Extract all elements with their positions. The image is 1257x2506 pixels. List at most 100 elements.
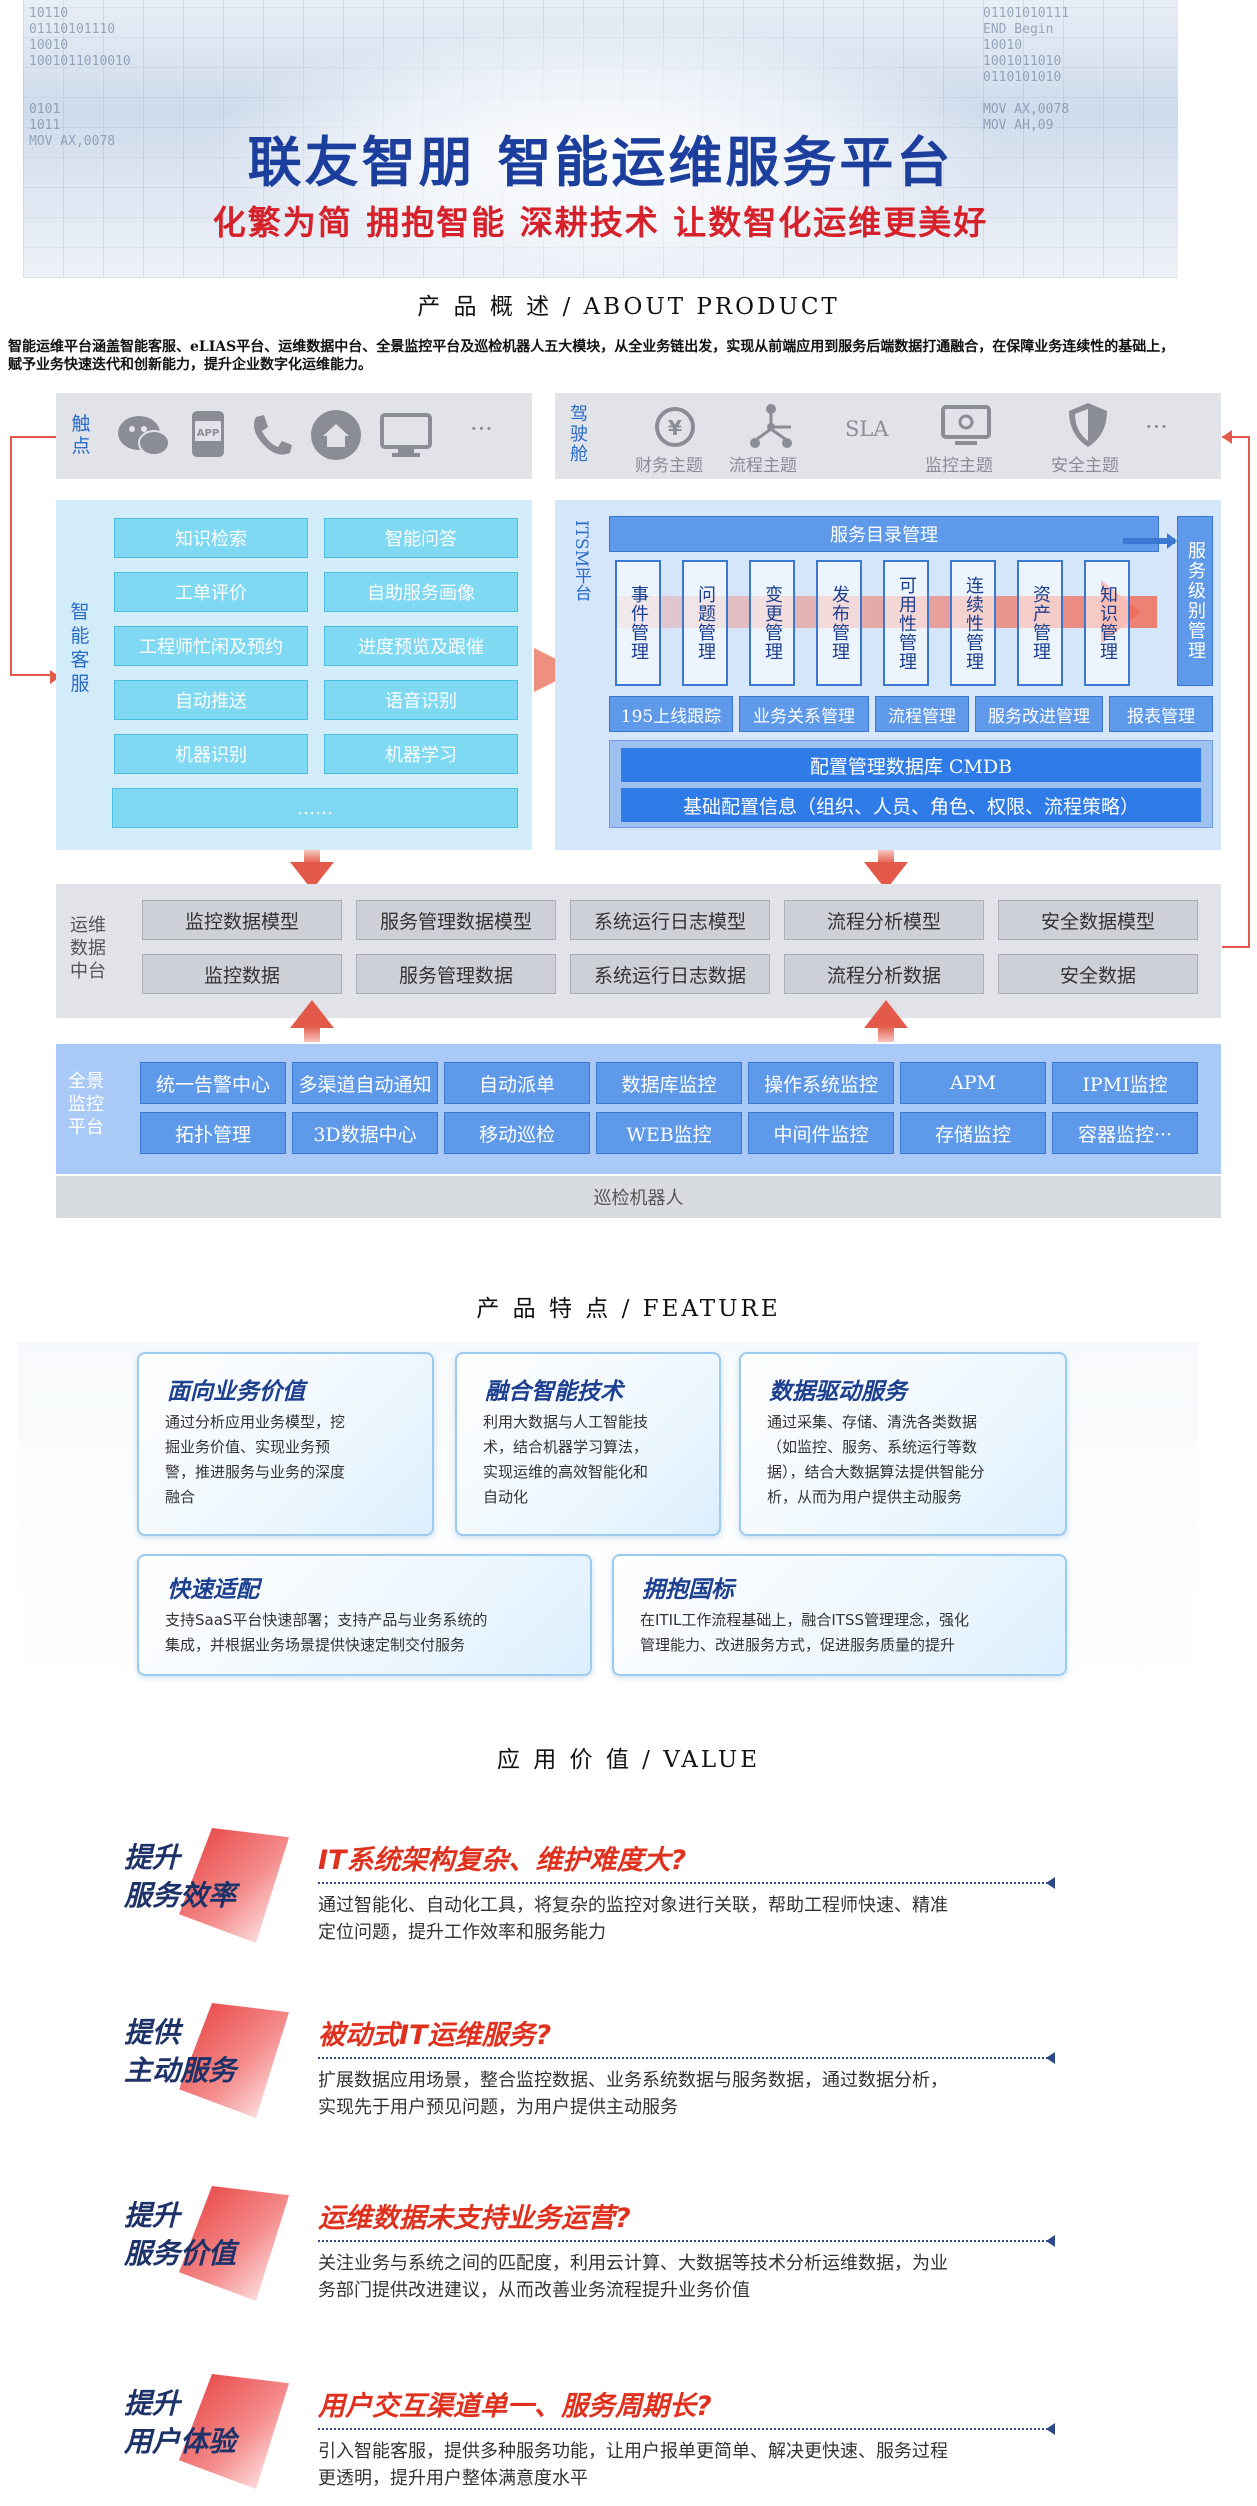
itsm-process: 知识管理 [1084,560,1130,686]
shield-icon [1069,403,1107,447]
home-icon [311,410,361,460]
section-title-about: 产 品 概 述 / ABOUT PRODUCT [417,294,840,320]
feature-card: 数据驱动服务 通过采集、存储、清洗各类数据（如监控、服务、系统运行等数据），结合… [739,1352,1067,1536]
cmdb-title: 配置管理数据库 CMDB [621,748,1201,782]
ops-model: 监控数据模型 [142,900,342,940]
itsm-process: 资产管理 [1017,560,1063,686]
cs-item: 知识检索 [114,518,308,558]
ops-data-label: 运维数据中台 [70,915,106,982]
cs-item: 进度预览及跟催 [324,626,518,666]
section-title-value: 应 用 价 值 / VALUE [496,1747,761,1773]
product-intro: 智能运维平台涵盖智能客服、eLIAS平台、运维数据中台、全景监控平台及巡检机器人… [8,339,1175,373]
monitor-item: 中间件监控 [748,1112,894,1154]
feature-text: 通过采集、存储、清洗各类数据（如监控、服务、系统运行等数据），结合大数据算法提供… [767,1413,985,1506]
value-description: 扩展数据应用场景，整合监控数据、业务系统数据与服务数据，通过数据分析，实现先于用… [318,2070,948,2118]
value-badge: 提升服务效率 [124,1828,289,1948]
cs-item: 机器学习 [324,734,518,774]
itsm-process: 变更管理 [749,560,795,686]
monitor-item: 多渠道自动通知 [292,1062,438,1104]
cs-item: 智能问答 [324,518,518,558]
cmdb-base: 基础配置信息（组织、人员、角色、权限、流程策略） [621,788,1201,822]
up-arrow [864,1000,908,1028]
app-icon: APP [192,411,224,457]
feature-card: 快速适配 支持SaaS平台快速部署；支持产品与业务系统的集成，并根据业务场景提供… [137,1554,592,1676]
monitor-item: WEB监控 [596,1112,742,1154]
ops-model: 流程分析模型 [784,900,984,940]
ops-model: 系统运行日志模型 [570,900,770,940]
itsm-process: 连续性管理 [950,560,996,686]
value-badge-line1: 提升 [124,2199,181,2232]
feature-card: 融合智能技术 利用大数据与人工智能技术，结合机器学习算法，实现运维的高效智能化和… [455,1352,721,1536]
value-badge-line1: 提升 [124,2387,181,2420]
monitor-item: 移动巡检 [444,1112,590,1154]
feature-card: 面向业务价值 通过分析应用业务模型，挖掘业务价值、实现业务预警，推进服务与业务的… [137,1352,434,1536]
feature-text: 利用大数据与人工智能技术，结合机器学习算法，实现运维的高效智能化和自动化 [483,1413,649,1506]
value-badge: 提供主动服务 [124,2003,289,2123]
ops-data-panel: 运维数据中台 监控数据模型服务管理数据模型系统运行日志模型流程分析模型安全数据模… [56,884,1221,1018]
ops-data: 安全数据 [998,954,1198,994]
monitor-item: IPMI监控 [1052,1062,1198,1104]
ops-model: 安全数据模型 [998,900,1198,940]
value-badge-line1: 提供 [124,2016,181,2049]
feature-title: 数据驱动服务 [769,1379,907,1405]
touchpoint-label: 触点 [71,413,91,457]
svg-text:APP: APP [197,428,219,439]
feature-text: 通过分析应用业务模型，挖掘业务价值、实现业务预警，推进服务与业务的深度融合 [165,1413,346,1506]
value-badge-line2: 服务效率 [124,1879,237,1912]
phone-icon [254,415,292,455]
cs-item: 机器识别 [114,734,308,774]
cs-item: 工程师忙闲及预约 [114,626,308,666]
cs-item-more: …… [112,788,518,828]
feature-text: 支持SaaS平台快速部署；支持产品与业务系统的集成，并根据业务场景提供快速定制交… [165,1611,488,1654]
up-arrow [290,1000,334,1028]
itsm-row-item: 流程管理 [875,696,969,732]
itsm-process: 发布管理 [816,560,862,686]
value-headline: IT系统架构复杂、维护难度大? [318,1845,687,1876]
cs-item: 语音识别 [324,680,518,720]
monitor-item: APM [900,1062,1046,1104]
smart-cs-label: 智能客服 [70,601,90,695]
value-description: 关注业务与系统之间的匹配度，利用云计算、大数据等技术分析运维数据，为业务部门提供… [318,2253,948,2301]
desktop-icon [380,413,432,457]
monitor-item: 存储监控 [900,1112,1046,1154]
cockpit-more: ··· [1145,413,1168,441]
value-description: 引入智能客服，提供多种服务功能，让用户报单更简单、解决更快速、服务过程更透明，提… [318,2441,948,2489]
feature-title: 拥抱国标 [642,1577,734,1603]
itsm-process: 问题管理 [682,560,728,686]
feature-text: 在ITIL工作流程基础上，融合ITSS管理理念，强化管理能力、改进服务方式，促进… [640,1611,969,1654]
itsm-row-item: 服务改进管理 [975,696,1103,732]
touchpoint-panel: 触点 APP ··· [56,393,532,479]
monitor-item: 3D数据中心 [292,1112,438,1154]
cs-item: 工单评价 [114,572,308,612]
cs-item: 自助服务画像 [324,572,518,612]
ops-data: 系统运行日志数据 [570,954,770,994]
ops-data: 监控数据 [142,954,342,994]
monitor-item: 容器监控··· [1052,1112,1198,1154]
value-badge: 提升用户体验 [124,2374,289,2494]
itsm-panel: ITSM平台 服务目录管理 服务级别管理 195上线跟踪 业务关系管理 流程管理… [555,500,1221,850]
ops-data: 流程分析数据 [784,954,984,994]
cockpit-item-sla: SLA [845,417,889,441]
cockpit-item-security: 安全主题 [1051,456,1119,476]
value-badge: 提升服务价值 [124,2186,289,2306]
itsm-row-item: 业务关系管理 [739,696,869,732]
value-headline: 运维数据未支持业务运营? [318,2203,631,2234]
right-connector [1222,436,1250,948]
itsm-process: 可用性管理 [883,560,929,686]
monitor-icon [941,405,991,445]
feature-title: 面向业务价值 [167,1379,305,1405]
svg-text:¥: ¥ [668,416,682,440]
itsm-process: 事件管理 [615,560,661,686]
itsm-label: ITSM平台 [571,520,591,602]
cockpit-panel: 驾驶舱 ¥ 财务主题 流程主题 SLA 监控主题 安全主题 ··· [555,393,1221,479]
feature-card: 拥抱国标 在ITIL工作流程基础上，融合ITSS管理理念，强化管理能力、改进服务… [612,1554,1067,1676]
feature-title: 融合智能技术 [485,1379,623,1405]
section-title-feature: 产 品 特 点 / FEATURE [476,1296,781,1322]
feature-title: 快速适配 [167,1577,259,1603]
itsm-row-item: 195上线跟踪 [609,696,733,732]
monitor-item: 统一告警中心 [140,1062,286,1104]
cockpit-label: 驾驶舱 [570,404,588,465]
value-badge-line2: 用户体验 [124,2425,237,2458]
hero-banner: 10110 01110101110 10010 1001011010010 01… [23,0,1178,278]
